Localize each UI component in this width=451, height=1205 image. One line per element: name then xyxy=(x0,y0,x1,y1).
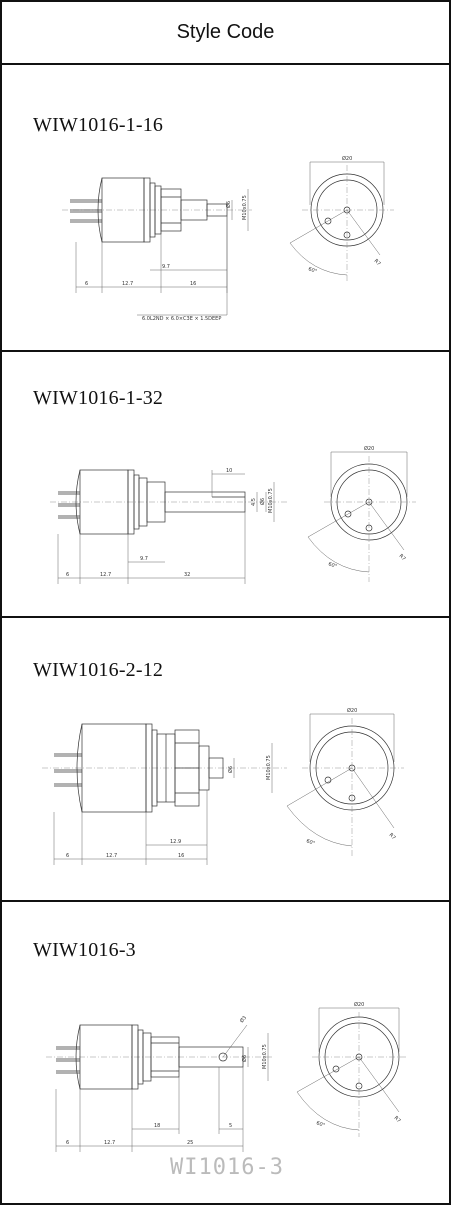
svg-text:4.5: 4.5 xyxy=(251,498,257,506)
svg-text:12.7: 12.7 xyxy=(122,281,133,287)
svg-text:12.7: 12.7 xyxy=(106,853,117,859)
svg-text:6: 6 xyxy=(85,281,88,287)
svg-text:Ø20: Ø20 xyxy=(347,707,357,714)
svg-text:M10x0.75: M10x0.75 xyxy=(266,755,272,780)
svg-text:6.0L2ND × 6.0×C3E × 1.5DEEP: 6.0L2ND × 6.0×C3E × 1.5DEEP xyxy=(142,316,221,322)
svg-text:Ø6: Ø6 xyxy=(241,1055,248,1062)
svg-text:M10x0.75: M10x0.75 xyxy=(262,1044,268,1069)
style-row-1: WIW1016-1-16 xyxy=(2,65,449,352)
technical-drawing: 6 12.7 32 9.7 10 4.5 Ø6 M10x0.75 Ø20 60°… xyxy=(50,445,416,584)
svg-text:R7: R7 xyxy=(393,1115,402,1124)
svg-text:Ø6: Ø6 xyxy=(259,498,266,505)
style-code: WIW1016-1-32 xyxy=(33,387,164,409)
style-code: WIW1016-1-16 xyxy=(33,114,164,136)
style-row-3: WIW1016-2-12 xyxy=(2,618,449,902)
svg-text:12.7: 12.7 xyxy=(100,572,111,578)
svg-text:9.7: 9.7 xyxy=(140,556,148,562)
svg-text:R7: R7 xyxy=(373,258,382,267)
svg-text:12.7: 12.7 xyxy=(104,1140,115,1146)
svg-text:9.7: 9.7 xyxy=(162,264,170,270)
technical-drawing: 6 12.7 16 9.7 Ø6 M10x0.75 Ø20 60° R7 6.0… xyxy=(62,155,394,322)
table-header: Style Code xyxy=(2,2,449,65)
style-code: WIW1016-3 xyxy=(33,939,136,961)
svg-text:5: 5 xyxy=(229,1123,232,1129)
svg-text:18: 18 xyxy=(154,1123,160,1129)
svg-text:10: 10 xyxy=(226,468,232,474)
svg-text:R7: R7 xyxy=(398,553,407,562)
svg-text:6: 6 xyxy=(66,1140,69,1146)
svg-text:60°: 60° xyxy=(307,266,318,275)
drawing-caption: WI1016-3 xyxy=(170,1155,284,1180)
svg-text:25: 25 xyxy=(187,1140,193,1146)
svg-text:16: 16 xyxy=(178,853,184,859)
svg-text:M10x0.75: M10x0.75 xyxy=(268,488,274,513)
svg-text:Ø20: Ø20 xyxy=(342,155,352,162)
svg-text:6: 6 xyxy=(66,853,69,859)
svg-text:60°: 60° xyxy=(327,561,338,570)
svg-text:Ø20: Ø20 xyxy=(354,1001,364,1008)
svg-text:R7: R7 xyxy=(388,832,397,841)
svg-text:Ø20: Ø20 xyxy=(364,445,374,452)
technical-drawing: 6 12.7 25 18 5 Ø3 Ø6 M10x0.75 Ø20 60° R7 xyxy=(46,1001,406,1152)
style-row-2: WIW1016-1-32 xyxy=(2,352,449,618)
style-row-4: WIW1016-3 xyxy=(2,902,449,1205)
svg-text:6: 6 xyxy=(66,572,69,578)
svg-text:16: 16 xyxy=(190,281,196,287)
svg-text:12.9: 12.9 xyxy=(170,839,181,845)
svg-text:Ø6: Ø6 xyxy=(227,766,234,773)
style-code: WIW1016-2-12 xyxy=(33,659,164,681)
svg-text:60°: 60° xyxy=(305,838,316,847)
technical-drawing: 6 12.7 16 12.9 Ø6 M10x0.75 Ø20 60° R7 xyxy=(42,707,404,865)
svg-text:60°: 60° xyxy=(315,1120,326,1129)
svg-text:Ø3: Ø3 xyxy=(238,1014,248,1024)
header-title: Style Code xyxy=(176,21,275,43)
svg-text:32: 32 xyxy=(184,572,190,578)
svg-text:M10x0.75: M10x0.75 xyxy=(242,195,248,220)
svg-text:Ø6: Ø6 xyxy=(225,201,232,208)
